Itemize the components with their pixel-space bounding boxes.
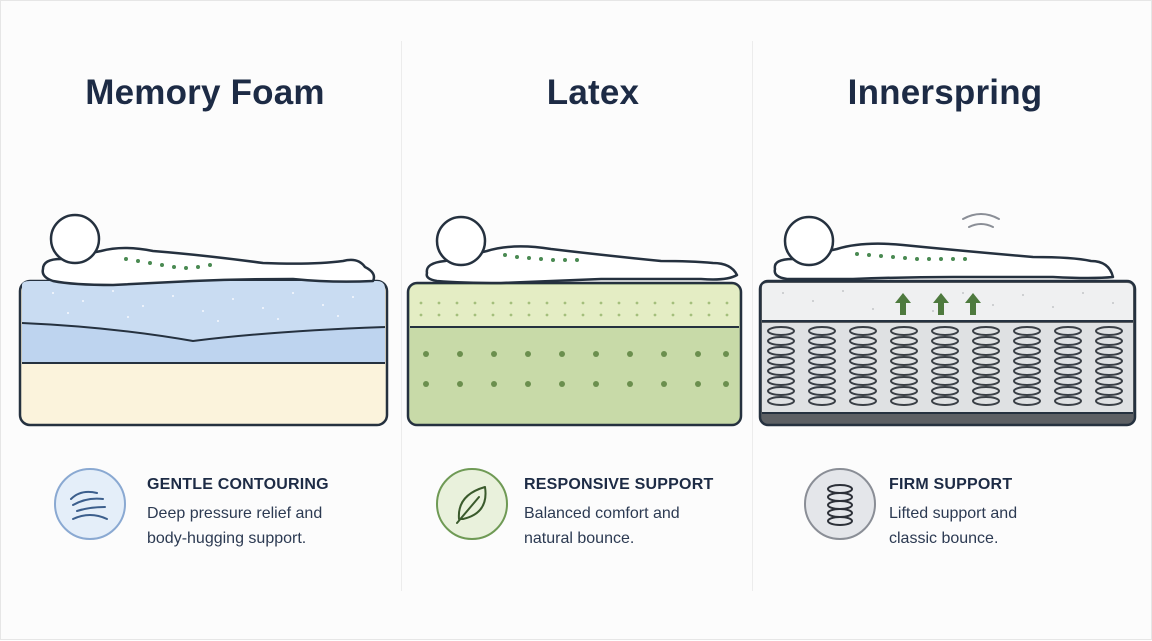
sleeping-person bbox=[425, 215, 739, 285]
panel-title: Latex bbox=[546, 73, 640, 112]
spring-icon bbox=[804, 468, 876, 540]
coil-springs bbox=[767, 326, 1123, 406]
bounce-lines bbox=[962, 213, 1000, 228]
innerspring-mattress-illustration bbox=[758, 213, 1137, 427]
leaf-icon bbox=[436, 468, 508, 540]
feature-description-line: Lifted support and bbox=[889, 505, 1018, 522]
panel-divider bbox=[752, 41, 753, 591]
panel-title: Memory Foam bbox=[85, 73, 325, 112]
feature-description-line: natural bounce. bbox=[524, 530, 635, 547]
mattress bbox=[406, 281, 743, 427]
latex-mattress-illustration bbox=[406, 215, 743, 427]
feature-title: FIRM SUPPORT bbox=[889, 476, 1013, 493]
spine-dots bbox=[503, 253, 579, 262]
panel-innerspring: Innerspring bbox=[753, 1, 1137, 641]
sleeping-person bbox=[773, 215, 1115, 281]
feature-description: Balanced comfort and natural bounce. bbox=[524, 501, 724, 551]
panel-title: Innerspring bbox=[847, 73, 1043, 112]
feature-description-line: Deep pressure relief and bbox=[147, 505, 323, 522]
sleeping-person bbox=[41, 213, 376, 287]
spine-dots bbox=[855, 252, 967, 261]
panel-divider bbox=[401, 41, 402, 591]
panel-latex: Latex bbox=[401, 1, 785, 641]
feature-title: RESPONSIVE SUPPORT bbox=[524, 476, 714, 493]
memory-foam-mattress-illustration bbox=[18, 213, 389, 427]
feature-description-line: classic bounce. bbox=[889, 530, 999, 547]
feature-description-line: body-hugging support. bbox=[147, 530, 307, 547]
feature-description: Lifted support and classic bounce. bbox=[889, 501, 1089, 551]
lift-arrows bbox=[895, 293, 981, 315]
spine-dots bbox=[124, 257, 212, 270]
feature-description: Deep pressure relief and body-hugging su… bbox=[147, 501, 347, 551]
hand-wave-icon bbox=[54, 468, 126, 540]
feature-description-line: Balanced comfort and bbox=[524, 505, 680, 522]
feature-title: GENTLE CONTOURING bbox=[147, 476, 329, 493]
mattress bbox=[18, 279, 389, 427]
mattress bbox=[758, 279, 1137, 427]
panel-memory-foam: Memory Foam bbox=[13, 1, 397, 641]
